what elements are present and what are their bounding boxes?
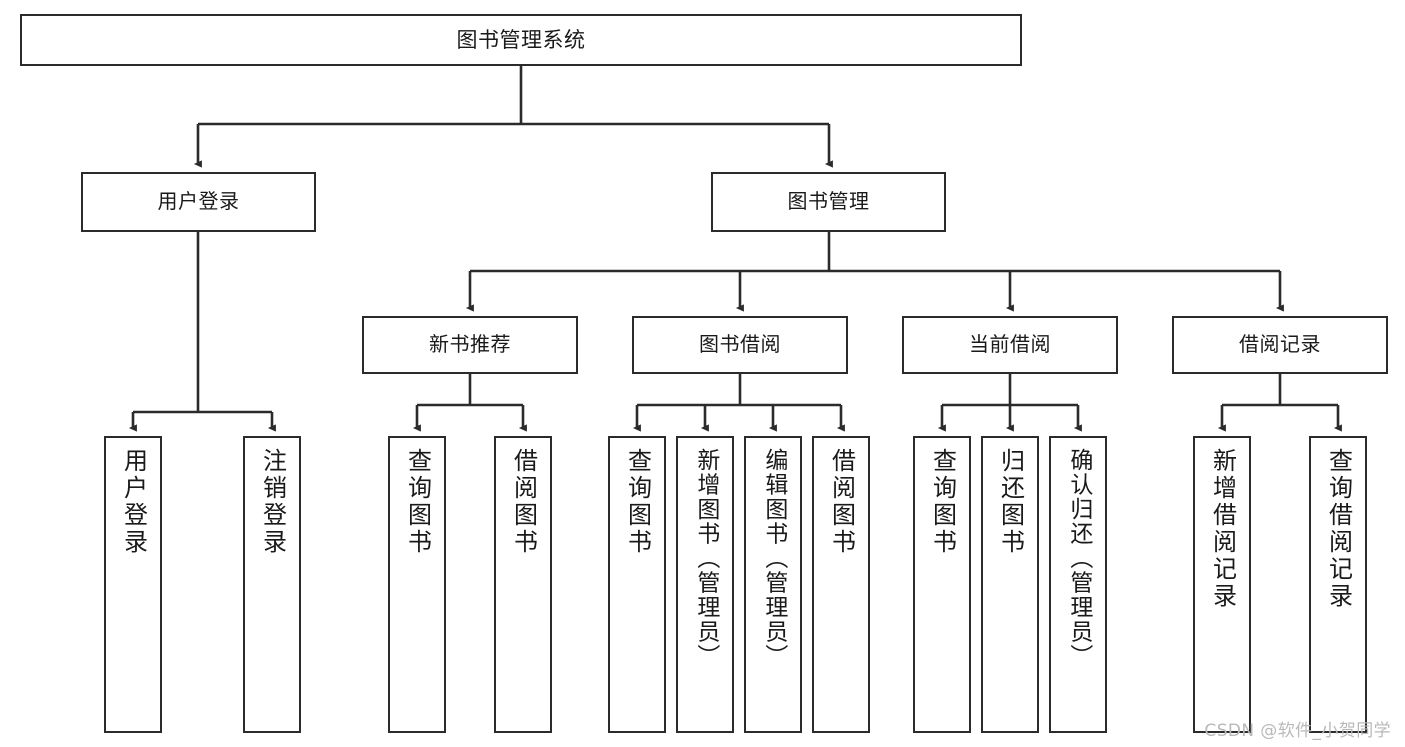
node-label: 图书管理系统 — [456, 27, 586, 52]
node-user-login[interactable]: 用户登录 — [81, 172, 316, 232]
node-book-borrow[interactable]: 图书借阅 — [632, 316, 848, 374]
node-label: 新增图书（管理员） — [692, 448, 719, 669]
node-label: 借阅记录 — [1239, 332, 1321, 357]
node-label: 用户登录 — [157, 189, 240, 214]
node-label: 图书借阅 — [699, 332, 781, 357]
leaf-new-book-query[interactable]: 查询图书 — [388, 436, 446, 733]
leaf-new-book-borrow[interactable]: 借阅图书 — [494, 436, 552, 733]
node-current-borrow[interactable]: 当前借阅 — [902, 316, 1118, 374]
node-label: 新增借阅记录 — [1208, 448, 1237, 610]
node-new-book-recommend[interactable]: 新书推荐 — [362, 316, 578, 374]
leaf-book-borrow-query[interactable]: 查询图书 — [608, 436, 666, 733]
node-label: 注销登录 — [258, 448, 287, 556]
watermark-text: CSDN @软件_小贺同学 — [1204, 721, 1391, 741]
node-label: 借阅图书 — [827, 448, 856, 556]
leaf-current-borrow-query[interactable]: 查询图书 — [913, 436, 971, 733]
node-label: 查询借阅记录 — [1324, 448, 1353, 610]
leaf-current-borrow-return[interactable]: 归还图书 — [981, 436, 1039, 733]
leaf-user-login-signin[interactable]: 用户登录 — [104, 436, 162, 733]
node-label: 编辑图书（管理员） — [760, 448, 787, 669]
leaf-book-borrow-edit[interactable]: 编辑图书（管理员） — [744, 436, 802, 733]
leaf-borrow-record-query[interactable]: 查询借阅记录 — [1309, 436, 1367, 733]
leaf-book-borrow-borrow[interactable]: 借阅图书 — [812, 436, 870, 733]
node-label: 查询图书 — [623, 448, 652, 556]
node-root-library-system[interactable]: 图书管理系统 — [20, 14, 1022, 66]
node-label: 用户登录 — [119, 448, 148, 556]
leaf-current-borrow-confirm-return[interactable]: 确认归还（管理员） — [1049, 436, 1107, 733]
node-label: 查询图书 — [928, 448, 957, 556]
node-label: 图书管理 — [787, 189, 870, 214]
leaf-borrow-record-add[interactable]: 新增借阅记录 — [1193, 436, 1251, 733]
leaf-user-login-signout[interactable]: 注销登录 — [243, 436, 301, 733]
leaf-book-borrow-add[interactable]: 新增图书（管理员） — [676, 436, 734, 733]
node-book-management[interactable]: 图书管理 — [711, 172, 946, 232]
node-label: 确认归还（管理员） — [1065, 448, 1092, 669]
node-label: 当前借阅 — [969, 332, 1051, 357]
node-label: 归还图书 — [996, 448, 1025, 556]
node-label: 新书推荐 — [429, 332, 511, 357]
node-label: 借阅图书 — [509, 448, 538, 556]
node-label: 查询图书 — [403, 448, 432, 556]
node-borrow-record[interactable]: 借阅记录 — [1172, 316, 1388, 374]
